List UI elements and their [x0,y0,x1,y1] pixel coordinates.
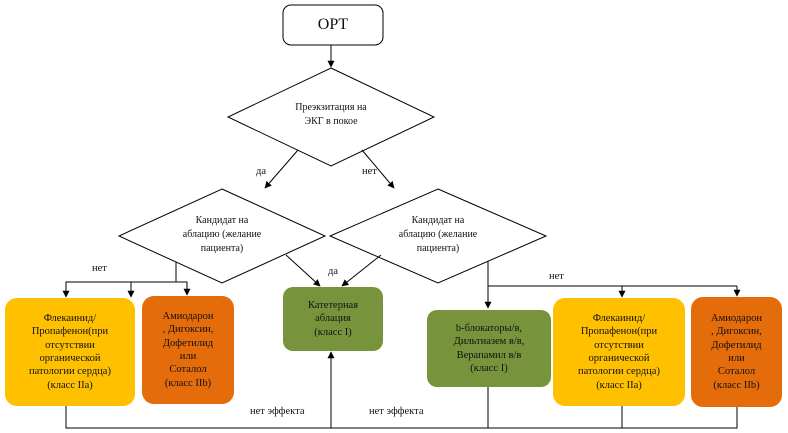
edge-label-yes-center: да [328,266,339,277]
edge-label-yes-top: да [256,166,267,177]
edge-label-no-top: нет [362,166,377,177]
decision-ablation-right [328,188,548,284]
flecainide-right-text: Флекаинид/ Пропафенон(при отсутствии орг… [578,312,660,391]
edge-label-no-effect-right: нет эффекта [369,406,424,417]
decision-preexcitation [226,67,436,167]
start-label: ОРТ [317,15,349,33]
beta-blockers-text: b-блокаторы/в, Дильтиазем в/в, Верапамил… [453,322,525,374]
edge-label-no-effect-left: нет эффекта [250,406,305,417]
flecainide-right-box [553,298,685,406]
connectors [62,45,741,429]
flecainide-left-text: Флекаинид/ Пропафенон(при отсутствии орг… [29,312,111,391]
edge-label-no-left: нет [92,263,107,274]
beta-blockers-box [427,310,551,387]
decision-ablation-left [117,188,327,284]
amiodarone-left-box [142,296,234,404]
start-node [282,4,384,46]
edge-label-no-right: нет [549,271,564,282]
decision-ablation-right-text: Кандидат на аблацию (желание пациента) [398,215,478,254]
amiodarone-right-text: Амиодарон , Дигоксин, Дофетилид или Сота… [711,312,762,391]
amiodarone-right-box [691,297,782,407]
amiodarone-left-text: Амиодарон , Дигоксин, Дофетилид или Сота… [162,310,214,389]
ablation-text: Катетерная аблация (класс I) [307,299,359,338]
flecainide-left-box [5,298,135,406]
decision-ablation-left-text: Кандидат на аблацию (желание пациента) [182,215,262,254]
decision-preexcitation-text: Преэкзитация на ЭКГ в покое [295,102,367,127]
ablation-box [283,287,383,351]
